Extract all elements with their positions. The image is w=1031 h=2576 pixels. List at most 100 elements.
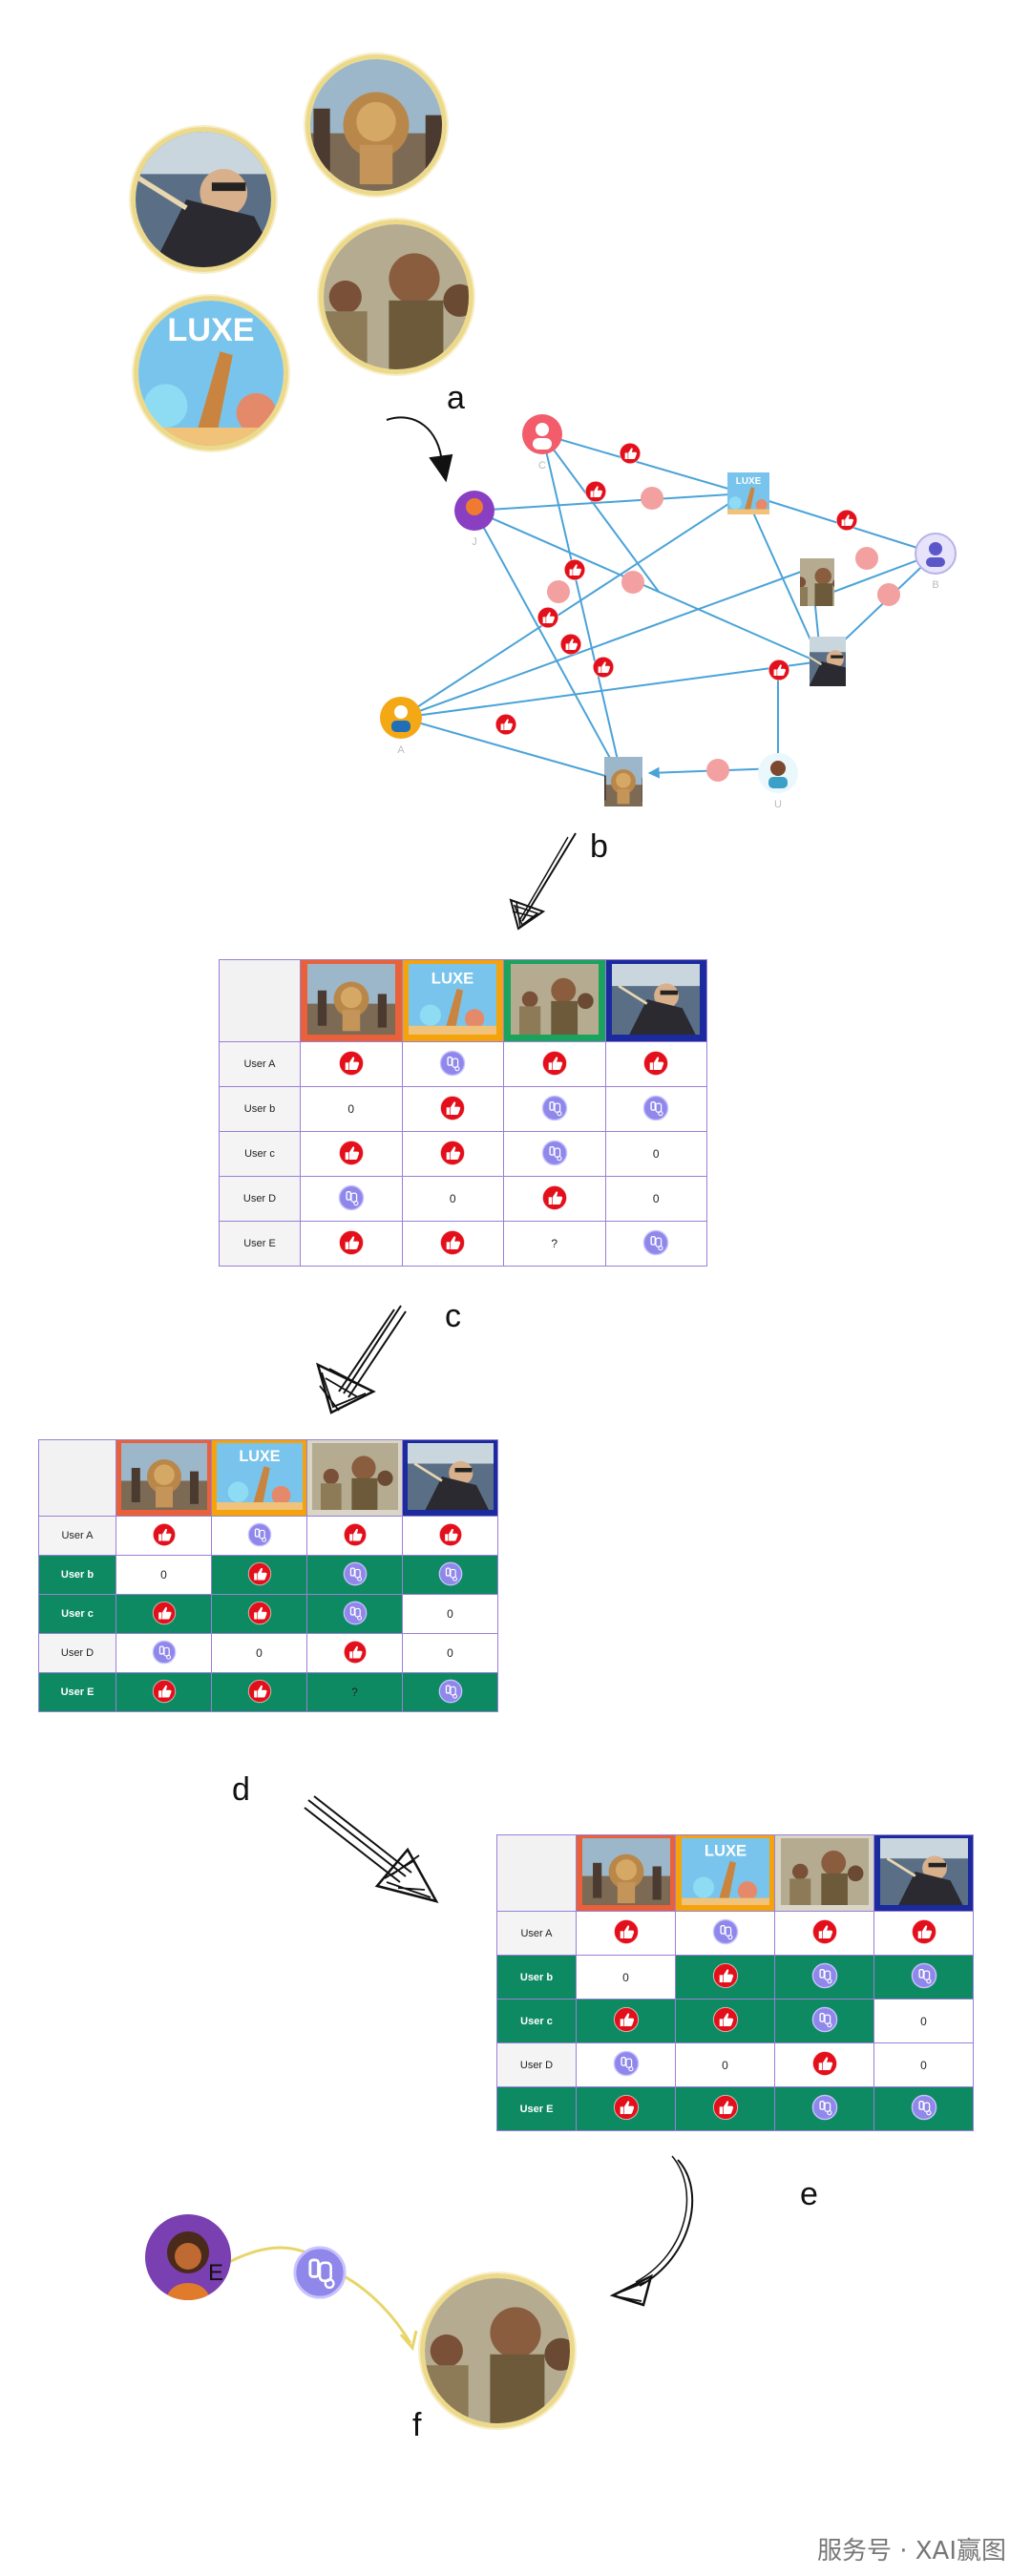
- movie-poster-crowd: [319, 220, 473, 374]
- table-header-row: [497, 1835, 974, 1912]
- rating-table-d: User AUser b0User c0User D00User E?: [38, 1439, 498, 1712]
- rating-cell: 0: [577, 1956, 676, 2000]
- rating-cell: [676, 2087, 775, 2131]
- rating-cell: [212, 1517, 307, 1556]
- table-corner: [220, 960, 301, 1042]
- rating-cell: [676, 1912, 775, 1956]
- rating-cell: [775, 2043, 874, 2087]
- like-icon: [593, 657, 614, 678]
- dislike-icon: [706, 759, 729, 782]
- rating-cell: [116, 1673, 212, 1712]
- row-label: User D: [220, 1177, 301, 1222]
- lion-movie-icon: [582, 1838, 670, 1905]
- row-label: User c: [39, 1595, 116, 1634]
- step-label-f: f: [412, 2407, 421, 2444]
- table-row: User c 0: [220, 1132, 707, 1177]
- like-icon: [152, 1679, 177, 1704]
- table-row: User D00: [39, 1634, 498, 1673]
- movie-header-luxe: [676, 1835, 775, 1912]
- rating-cell: [504, 1042, 606, 1087]
- like-icon: [564, 559, 585, 580]
- like-icon: [541, 1050, 568, 1077]
- rating-value: 0: [447, 1646, 453, 1660]
- rating-cell: [116, 1595, 212, 1634]
- row-label: User D: [39, 1634, 116, 1673]
- wizard-movie-icon: [612, 964, 700, 1035]
- rating-cell: [402, 1042, 504, 1087]
- rating-cell: [577, 1912, 676, 1956]
- step-label-e: e: [800, 2176, 818, 2213]
- user-label-c: C: [538, 460, 546, 471]
- like-icon: [712, 1962, 739, 1989]
- like-icon: [613, 1918, 640, 1945]
- rating-cell: 0: [402, 1177, 504, 1222]
- rating-cell: 0: [676, 2043, 775, 2087]
- rating-cell: [605, 1042, 707, 1087]
- user-nodes: C J B A U: [380, 414, 956, 810]
- rating-value: 0: [653, 1147, 660, 1161]
- table-row: User A: [220, 1042, 707, 1087]
- rating-cell: [307, 1517, 403, 1556]
- crowd-movie-icon: [781, 1838, 869, 1905]
- rating-cell: ?: [307, 1673, 403, 1712]
- rating-cell: [874, 1912, 974, 1956]
- table-row: User E?: [39, 1673, 498, 1712]
- like-icon: [768, 660, 789, 681]
- rating-cell: [775, 1956, 874, 2000]
- lion-movie-icon: [121, 1443, 207, 1510]
- crowd-movie-icon: [788, 558, 848, 606]
- user-node-b: B: [915, 534, 956, 591]
- movie-header-lion: [301, 960, 403, 1042]
- dislike-icon: [338, 1184, 365, 1211]
- table-row: User D00: [497, 2043, 974, 2087]
- rating-cell: [307, 1634, 403, 1673]
- dislike-icon: [642, 1229, 669, 1256]
- luxe-movie-icon: [723, 472, 775, 514]
- dislike-icon: [621, 571, 644, 594]
- rating-cell: 0: [605, 1177, 707, 1222]
- user-label-a: A: [397, 744, 405, 756]
- footer-watermark: 服务号 · XAI赢图: [817, 2531, 1006, 2566]
- user-label-u: U: [774, 799, 782, 810]
- row-label: User E: [497, 2087, 577, 2131]
- movie-header-crowd: [775, 1835, 874, 1912]
- rating-cell: [577, 2000, 676, 2043]
- row-label: User c: [220, 1132, 301, 1177]
- rating-value: 0: [722, 2059, 728, 2072]
- row-label: User b: [497, 1956, 577, 2000]
- dislike-icon: [541, 1095, 568, 1121]
- table-row: User b 0: [497, 1956, 974, 2000]
- like-icon: [537, 607, 558, 628]
- movie-poster-lion: [305, 54, 447, 196]
- rating-cell: [301, 1132, 403, 1177]
- movie-header-wizard: [403, 1440, 498, 1517]
- step-label-c: c: [445, 1298, 461, 1335]
- table-row: User E?: [220, 1222, 707, 1267]
- luxe-movie-icon: [138, 301, 284, 446]
- like-icon: [438, 1522, 463, 1547]
- rating-cell: [116, 1634, 212, 1673]
- rating-cell: [775, 2087, 874, 2131]
- table-corner: [39, 1440, 116, 1517]
- like-icon: [343, 1640, 368, 1665]
- crowd-movie-icon: [312, 1443, 398, 1510]
- like-icon: [836, 510, 857, 531]
- wizard-movie-icon: [136, 132, 271, 267]
- rating-value: 0: [920, 2015, 927, 2028]
- rating-cell: 0: [874, 2043, 974, 2087]
- rating-cell: [301, 1177, 403, 1222]
- dislike-icon: [877, 583, 900, 606]
- arrow-c: [310, 1298, 415, 1422]
- like-icon: [911, 1918, 937, 1945]
- rating-value: 0: [160, 1568, 167, 1581]
- row-label: User A: [220, 1042, 301, 1087]
- movie-header-luxe: [212, 1440, 307, 1517]
- dislike-icon: [541, 1140, 568, 1166]
- table-header-row: [39, 1440, 498, 1517]
- rating-cell: [212, 1595, 307, 1634]
- table-row: User A: [39, 1517, 498, 1556]
- rating-value: 0: [622, 1971, 629, 1984]
- like-icon: [585, 481, 606, 502]
- rating-cell: 0: [403, 1634, 498, 1673]
